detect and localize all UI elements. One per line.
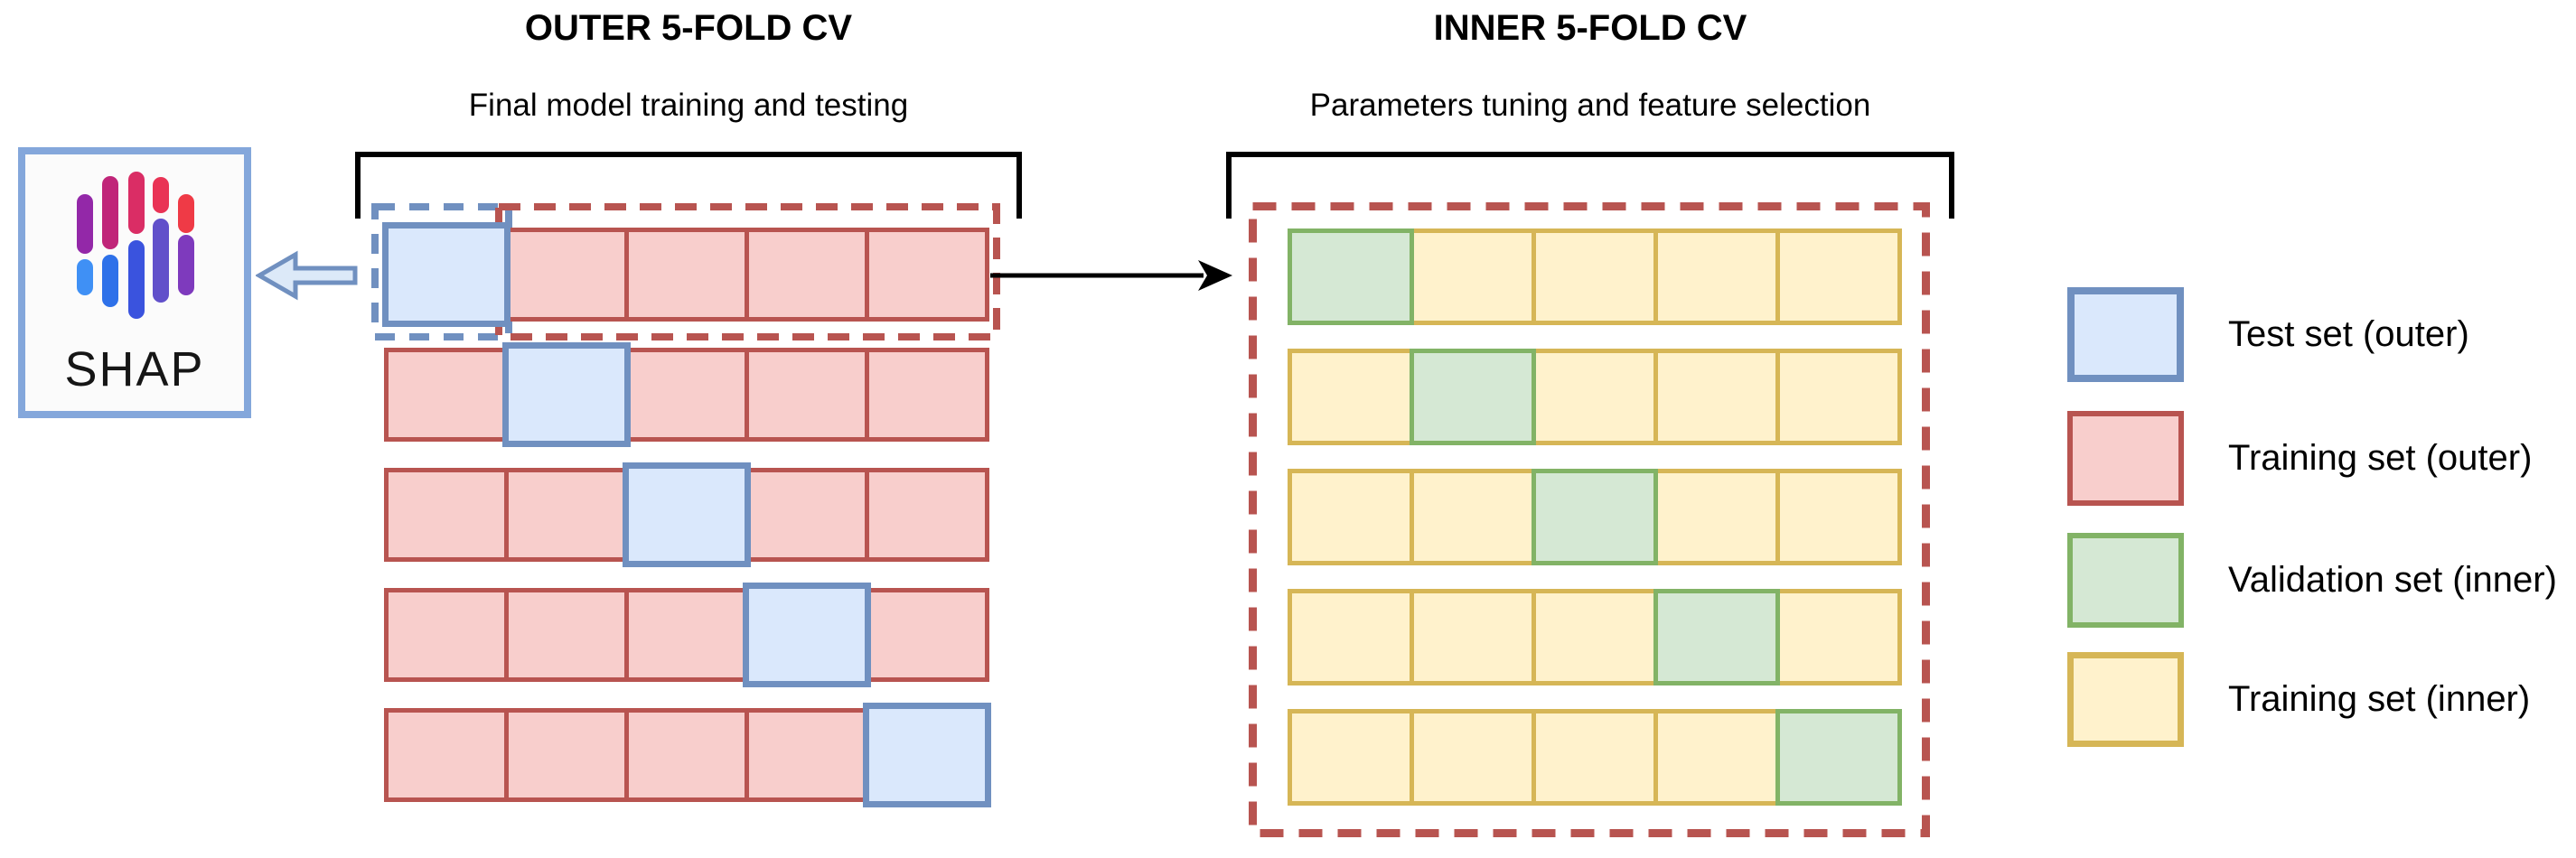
outer-train-cell <box>624 708 749 802</box>
outer-train-dashed-outline <box>495 203 1000 340</box>
legend-label: Validation set (inner) <box>2228 560 2557 600</box>
shap-logo-panel: SHAP <box>18 147 251 418</box>
shap-bar <box>128 240 145 319</box>
inner-train-cell <box>1410 589 1536 685</box>
inner-train-cell <box>1532 349 1658 445</box>
inner-train-cell <box>1775 228 1902 325</box>
shap-bar <box>77 259 93 295</box>
outer-train-cell <box>624 588 749 682</box>
legend-label: Training set (inner) <box>2228 679 2531 719</box>
outer-train-cell <box>384 468 509 562</box>
outer-train-cell <box>745 468 869 562</box>
outer-train-cell <box>504 468 629 562</box>
inner-train-cell <box>1775 349 1902 445</box>
legend-item: Training set (outer) <box>2067 411 2532 506</box>
shap-bar <box>128 172 145 234</box>
legend-label: Test set (outer) <box>2228 314 2469 354</box>
inner-train-cell <box>1653 349 1780 445</box>
outer-test-cell <box>502 342 631 447</box>
legend-swatch <box>2067 287 2184 382</box>
inner-train-cell <box>1653 469 1780 565</box>
inner-validation-cell <box>1288 228 1414 325</box>
legend-item: Training set (inner) <box>2067 652 2530 747</box>
outer-test-dashed-outline <box>371 203 512 340</box>
outer-test-cell <box>863 703 991 807</box>
inner-train-cell <box>1410 228 1536 325</box>
shap-bar <box>178 194 194 233</box>
legend-swatch <box>2067 533 2184 628</box>
inner-title: INNER 5-FOLD CV <box>1433 8 1747 48</box>
inner-train-cell <box>1532 709 1658 806</box>
outer-train-cell <box>384 588 509 682</box>
shap-arrow-icon <box>256 250 358 301</box>
inner-validation-cell <box>1653 589 1780 685</box>
shap-logo <box>25 154 244 411</box>
inner-train-cell <box>1288 349 1414 445</box>
outer-train-cell <box>745 348 869 442</box>
shap-bar <box>178 235 194 295</box>
shap-bar <box>102 255 118 307</box>
outer-test-cell <box>382 222 511 327</box>
flow-arrow-icon <box>990 260 1232 291</box>
outer-train-cell <box>865 348 989 442</box>
outer-train-cell <box>504 708 629 802</box>
outer-train-cell <box>865 228 989 322</box>
inner-validation-cell <box>1410 349 1536 445</box>
outer-train-cell <box>624 348 749 442</box>
outer-subtitle: Final model training and testing <box>468 88 909 123</box>
outer-test-cell <box>743 583 871 687</box>
outer-train-cell <box>745 708 869 802</box>
legend-swatch <box>2067 411 2184 506</box>
outer-bracket <box>355 152 1022 219</box>
shap-bar <box>153 219 169 303</box>
outer-train-cell <box>865 588 989 682</box>
outer-test-cell <box>623 462 751 567</box>
shap-bar <box>153 177 169 213</box>
inner-train-cell <box>1653 709 1780 806</box>
legend-item: Validation set (inner) <box>2067 533 2557 628</box>
legend-label: Training set (outer) <box>2228 438 2533 478</box>
outer-train-cell <box>865 468 989 562</box>
legend-item: Test set (outer) <box>2067 287 2469 382</box>
inner-train-cell <box>1288 589 1414 685</box>
inner-train-cell <box>1410 469 1536 565</box>
outer-train-cell <box>624 228 749 322</box>
inner-train-cell <box>1775 589 1902 685</box>
inner-train-cell <box>1288 709 1414 806</box>
shap-logo-text: SHAP <box>64 342 205 396</box>
outer-train-cell <box>504 588 629 682</box>
inner-train-cell <box>1775 469 1902 565</box>
outer-train-cell <box>384 348 509 442</box>
inner-subtitle: Parameters tuning and feature selection <box>1309 88 1871 123</box>
outer-train-cell <box>384 708 509 802</box>
inner-validation-cell <box>1775 709 1902 806</box>
shap-bar <box>102 176 118 249</box>
inner-train-cell <box>1653 228 1780 325</box>
inner-train-cell <box>1410 709 1536 806</box>
outer-title: OUTER 5-FOLD CV <box>524 8 853 48</box>
inner-train-cell <box>1532 589 1658 685</box>
inner-bracket <box>1226 152 1954 219</box>
inner-train-cell <box>1288 469 1414 565</box>
outer-train-cell <box>504 228 629 322</box>
outer-train-cell <box>745 228 869 322</box>
inner-validation-cell <box>1532 469 1658 565</box>
shap-bar <box>77 194 93 254</box>
inner-dashed-outline <box>1249 202 1930 837</box>
legend-swatch <box>2067 652 2184 747</box>
inner-train-cell <box>1532 228 1658 325</box>
